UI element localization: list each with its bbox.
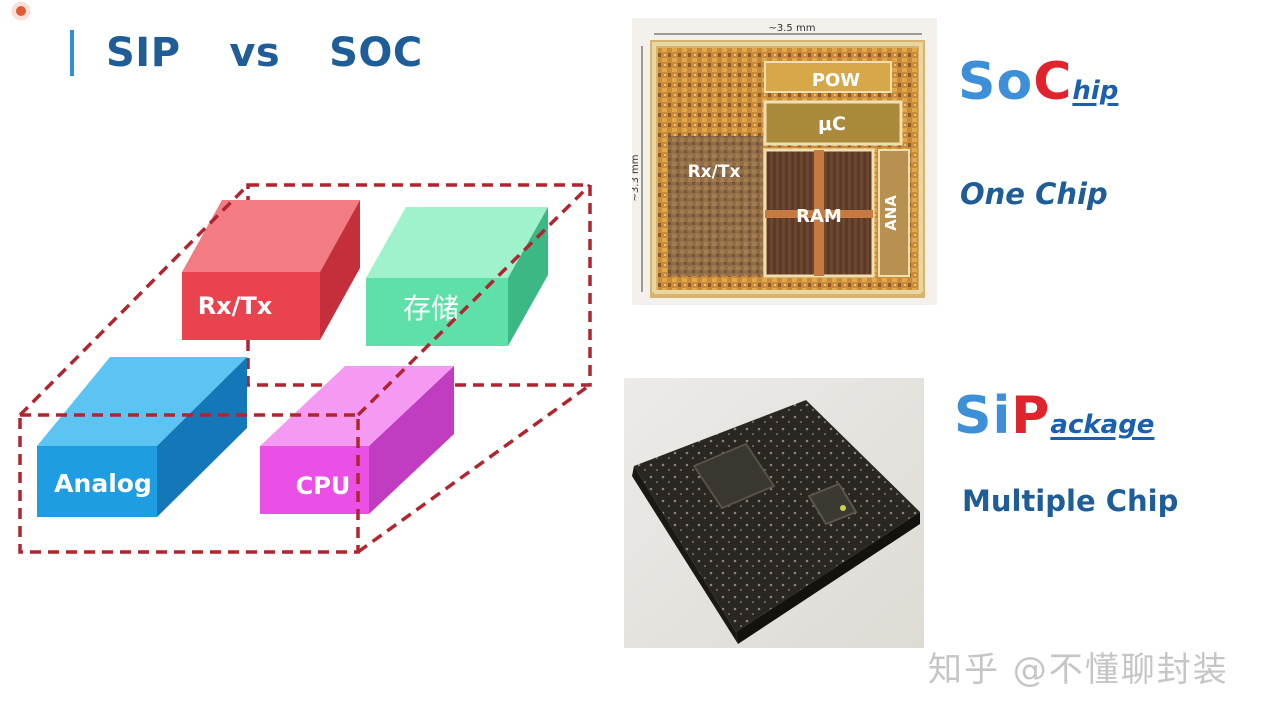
soc-heading: SoChip <box>958 52 1118 112</box>
analog-block <box>37 357 247 517</box>
title-accent-bar <box>70 30 74 76</box>
slide-title: SIP vs SOC <box>106 30 423 76</box>
rx-tx-block <box>182 200 360 340</box>
die-ana-region <box>878 149 910 277</box>
app-logo-icon <box>12 2 30 20</box>
analog-block-label: Analog <box>54 469 152 498</box>
die-rx-tx-region <box>668 136 763 276</box>
die-height-label: ~3.3 mm <box>632 155 641 202</box>
sip-heading: SiPackage <box>954 386 1154 446</box>
package-outline-back <box>246 183 592 387</box>
sip-package-photo <box>624 378 924 648</box>
die-rx-tx-label: Rx/Tx <box>688 162 741 182</box>
sip-block-diagram: Rx/Tx 存储 Analog CPU <box>18 183 592 554</box>
sip-heading-p: P <box>1011 386 1051 446</box>
watermark: 知乎 @不懂聊封装 <box>928 650 1229 690</box>
cpu-block <box>260 366 454 514</box>
soc-caption: One Chip <box>960 177 1108 211</box>
storage-block-label: 存储 <box>403 292 459 325</box>
die-ana-label: ANA <box>882 195 900 231</box>
sip-heading-tail: ackage <box>1050 410 1155 440</box>
die-uc-region <box>763 100 903 146</box>
die-width-label: ~3.5 mm <box>769 23 816 34</box>
cpu-block-label: CPU <box>296 472 351 500</box>
die-uc-label: μC <box>818 113 846 135</box>
soc-heading-tail: hip <box>1072 76 1119 106</box>
soc-heading-so: So <box>958 52 1034 112</box>
package-outline-front <box>18 183 592 554</box>
die-pow-label: POW <box>812 70 860 91</box>
rx-tx-block-label: Rx/Tx <box>198 292 273 320</box>
soc-heading-c: C <box>1033 52 1073 112</box>
die-ram-label: RAM <box>796 206 842 227</box>
sip-heading-si: Si <box>954 386 1012 446</box>
sip-caption: Multiple Chip <box>962 484 1179 518</box>
storage-block <box>366 207 548 346</box>
soc-die-photo: ~3.5 mm ~3.3 mm POW μC Rx/Tx RAM ANA <box>632 18 937 305</box>
die-pow-region <box>764 61 892 93</box>
